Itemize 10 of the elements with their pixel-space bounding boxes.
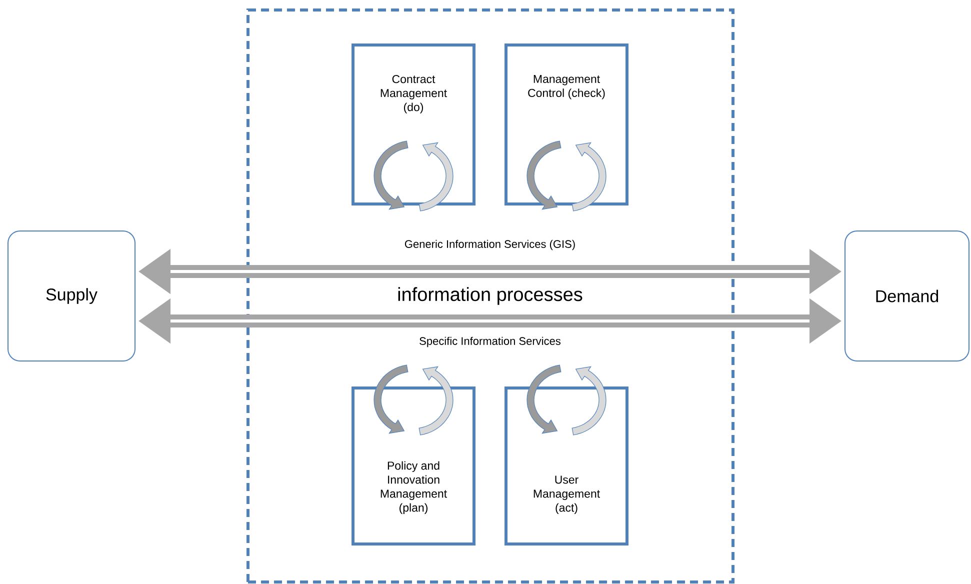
side-box: Demand bbox=[844, 230, 970, 362]
center-label: information processes bbox=[398, 287, 582, 305]
process-box: User Management (act) bbox=[504, 386, 628, 546]
edge-label: Generic Information Services (GIS) bbox=[404, 240, 575, 250]
dashed-frame bbox=[246, 8, 734, 584]
edge-label: Specific Information Services bbox=[420, 336, 560, 348]
process-box: Contract Management (do) bbox=[352, 44, 476, 206]
side-box: Supply bbox=[8, 230, 136, 362]
process-box: Management Control (check) bbox=[504, 44, 628, 206]
process-box: Policy and Innovation Management (plan) bbox=[352, 386, 476, 546]
